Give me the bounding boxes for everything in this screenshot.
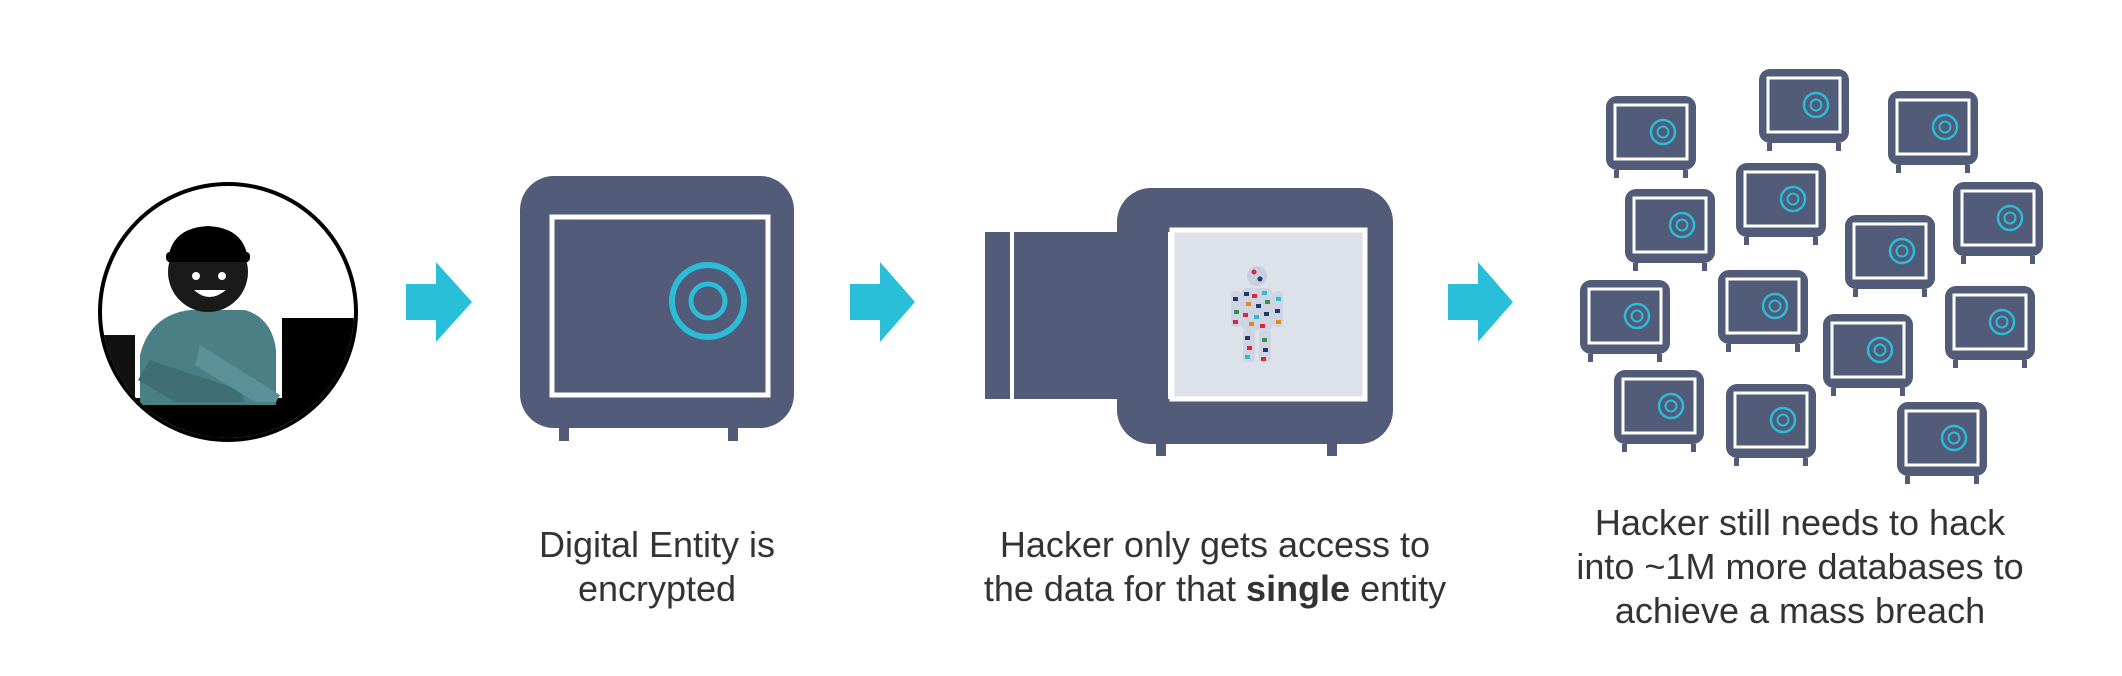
- many-vaults-icon: [1580, 69, 2043, 484]
- caption-mass-breach: Hacker still needs to hack into ~1M more…: [1540, 501, 2060, 633]
- caption-single-entity-bold: single: [1246, 568, 1351, 609]
- right-arrow-icon: [1448, 262, 1513, 342]
- open-drawer-safe-icon: [985, 188, 1393, 456]
- caption-single-entity-line1: Hacker only gets access to: [999, 524, 1431, 565]
- caption-single-entity: Hacker only gets access to the data for …: [950, 523, 1480, 611]
- right-arrow-icon: [850, 262, 915, 342]
- caption-encrypted: Digital Entity is encrypted: [457, 523, 857, 611]
- caption-encrypted-line2: encrypted: [577, 568, 737, 609]
- hacker-at-laptop-icon: [98, 182, 358, 442]
- caption-mass-breach-line2: into ~1M more databases to: [1576, 546, 2024, 587]
- caption-single-entity-line2: the data for that single entity: [950, 567, 1480, 611]
- vault-safe-icon: [520, 176, 794, 441]
- caption-single-entity-text-before: the data for that: [983, 568, 1247, 609]
- caption-single-entity-text-after: entity: [1350, 568, 1447, 609]
- caption-mass-breach-line3: achieve a mass breach: [1614, 590, 1986, 631]
- data-person-icon: [1231, 266, 1283, 362]
- right-arrow-icon: [406, 262, 472, 342]
- caption-mass-breach-line1: Hacker still needs to hack: [1594, 502, 2006, 543]
- caption-encrypted-line1: Digital Entity is: [538, 524, 776, 565]
